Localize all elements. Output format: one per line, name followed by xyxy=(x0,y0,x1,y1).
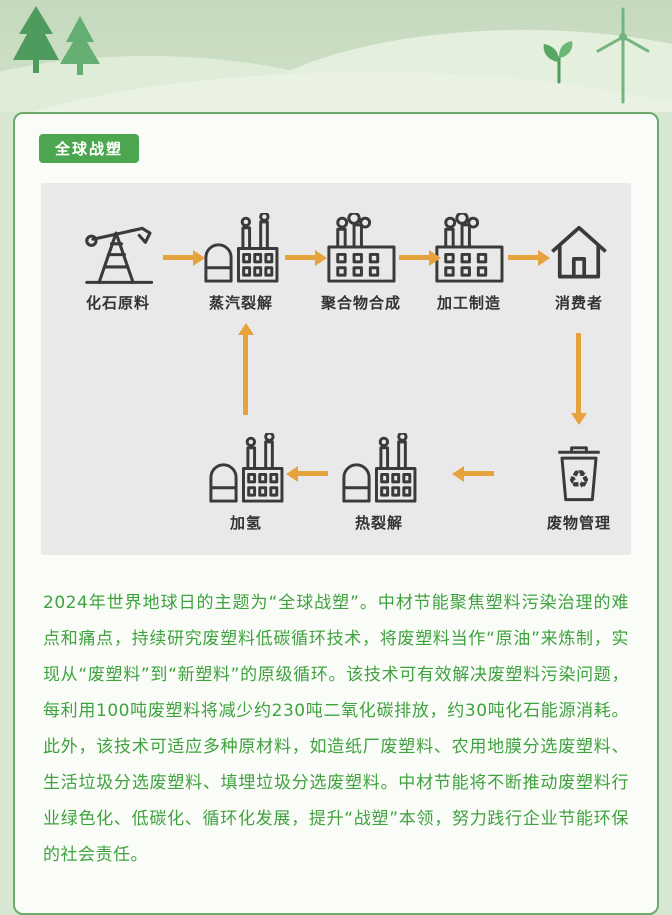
refinery-icon xyxy=(186,211,296,287)
node-pyrolysis: 热裂解 xyxy=(324,431,434,533)
node-waste-management: ♻ 废物管理 xyxy=(524,431,634,533)
flow-arrow-left xyxy=(464,471,494,476)
node-steam-cracking: 蒸汽裂解 xyxy=(186,211,296,313)
refinery-icon xyxy=(324,431,434,507)
node-label: 加工制造 xyxy=(436,294,501,312)
factory-icon xyxy=(306,211,416,287)
recycle-bin-icon: ♻ xyxy=(524,431,634,507)
flow-arrow-right xyxy=(163,255,193,260)
flow-arrow-left xyxy=(298,471,328,476)
node-label: 蒸汽裂解 xyxy=(208,294,273,312)
node-manufacturing: 加工制造 xyxy=(414,211,524,313)
flow-arrow-up xyxy=(243,335,248,415)
node-consumer: 消费者 xyxy=(524,211,634,313)
svg-text:♻: ♻ xyxy=(568,465,591,494)
node-label: 废物管理 xyxy=(546,514,611,532)
node-label: 化石原料 xyxy=(85,294,150,312)
node-label: 消费者 xyxy=(554,294,603,312)
node-fossil-material: 化石原料 xyxy=(63,211,173,313)
flow-arrow-right xyxy=(508,255,538,260)
node-label: 热裂解 xyxy=(354,514,403,532)
pine-trees-icon xyxy=(6,2,110,82)
flow-arrow-right xyxy=(399,255,429,260)
flow-arrow-right xyxy=(285,255,315,260)
flow-arrow-down xyxy=(576,333,581,413)
node-label: 聚合物合成 xyxy=(320,294,401,312)
section-badge: 全球战塑 xyxy=(39,134,140,163)
node-hydrogenation: 加氢 xyxy=(191,431,301,533)
plastic-lifecycle-diagram: 化石原料 蒸汽裂解 xyxy=(41,183,631,555)
refinery-icon xyxy=(191,431,301,507)
top-banner xyxy=(0,0,672,112)
wind-turbine-icon xyxy=(584,4,662,106)
house-icon xyxy=(524,211,634,287)
seedling-icon xyxy=(538,36,580,84)
factory-icon xyxy=(414,211,524,287)
article-paragraph: 2024年世界地球日的主题为“全球战塑”。中材节能聚焦塑料污染治理的难点和痛点，… xyxy=(43,593,629,865)
node-polymer-synthesis: 聚合物合成 xyxy=(306,211,416,313)
oil-derrick-icon xyxy=(63,211,173,287)
node-label: 加氢 xyxy=(229,514,262,532)
article-card: 全球战塑 化石原料 xyxy=(13,112,659,915)
